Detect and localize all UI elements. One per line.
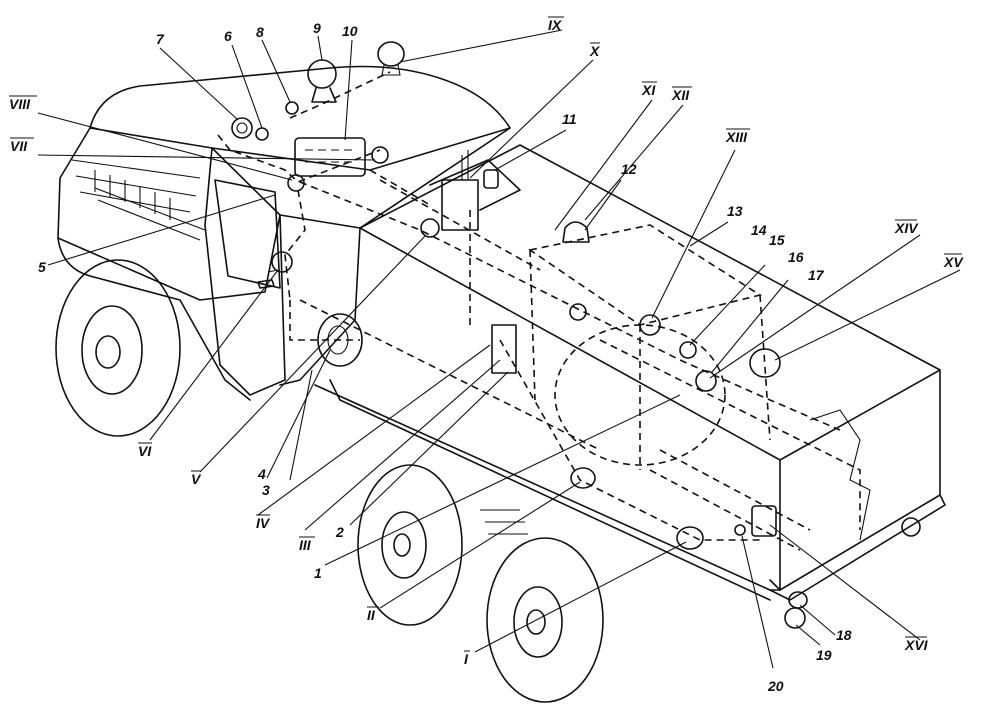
roman-overlines: [9, 16, 962, 652]
internal-equipment: [289, 179, 871, 551]
label-4: 4: [257, 466, 266, 482]
label-9: 9: [313, 20, 321, 36]
label-13: 13: [727, 203, 743, 219]
label-roman-XI: XI: [641, 82, 656, 98]
label-6: 6: [224, 28, 232, 44]
leader-lines: [37, 29, 961, 669]
cab: [57, 65, 511, 396]
label-15: 15: [769, 232, 785, 248]
label-roman-XV: XV: [943, 254, 964, 270]
wiring-harness: [217, 71, 841, 541]
label-12: 12: [621, 161, 637, 177]
label-5: 5: [38, 259, 46, 275]
label-20: 20: [767, 678, 784, 694]
rear-wheels: [357, 464, 604, 703]
label-19: 19: [816, 647, 832, 663]
label-18: 18: [836, 627, 852, 643]
components: [231, 41, 921, 629]
hood-body: [314, 144, 946, 601]
label-roman-VIII: VIII: [9, 96, 31, 112]
label-17: 17: [808, 267, 825, 283]
label-11: 11: [562, 111, 577, 127]
label-roman-VI: VI: [138, 443, 152, 459]
label-16: 16: [788, 249, 804, 265]
label-14: 14: [751, 222, 767, 238]
label-roman-I: I: [464, 651, 469, 667]
label-roman-IX: IX: [548, 17, 563, 33]
label-roman-IV: IV: [256, 515, 271, 531]
label-10: 10: [342, 23, 358, 39]
label-roman-III: III: [299, 537, 312, 553]
labels: 7 6 8 9 10 11 12 13 14 15 16 17 5 4 3 2 …: [9, 17, 964, 694]
front-wheel: [55, 237, 251, 437]
label-roman-V: V: [191, 471, 202, 487]
label-3: 3: [262, 482, 270, 498]
label-roman-XIV: XIV: [894, 220, 919, 236]
label-1: 1: [314, 565, 322, 581]
label-8: 8: [256, 24, 264, 40]
label-roman-X: X: [589, 43, 601, 59]
label-7: 7: [156, 31, 165, 47]
label-roman-XIII: XIII: [725, 129, 748, 145]
label-2: 2: [335, 524, 344, 540]
label-roman-II: II: [367, 607, 376, 623]
label-roman-XII: XII: [671, 87, 690, 103]
label-roman-VII: VII: [10, 138, 28, 154]
label-roman-XVI: XVI: [904, 637, 929, 653]
